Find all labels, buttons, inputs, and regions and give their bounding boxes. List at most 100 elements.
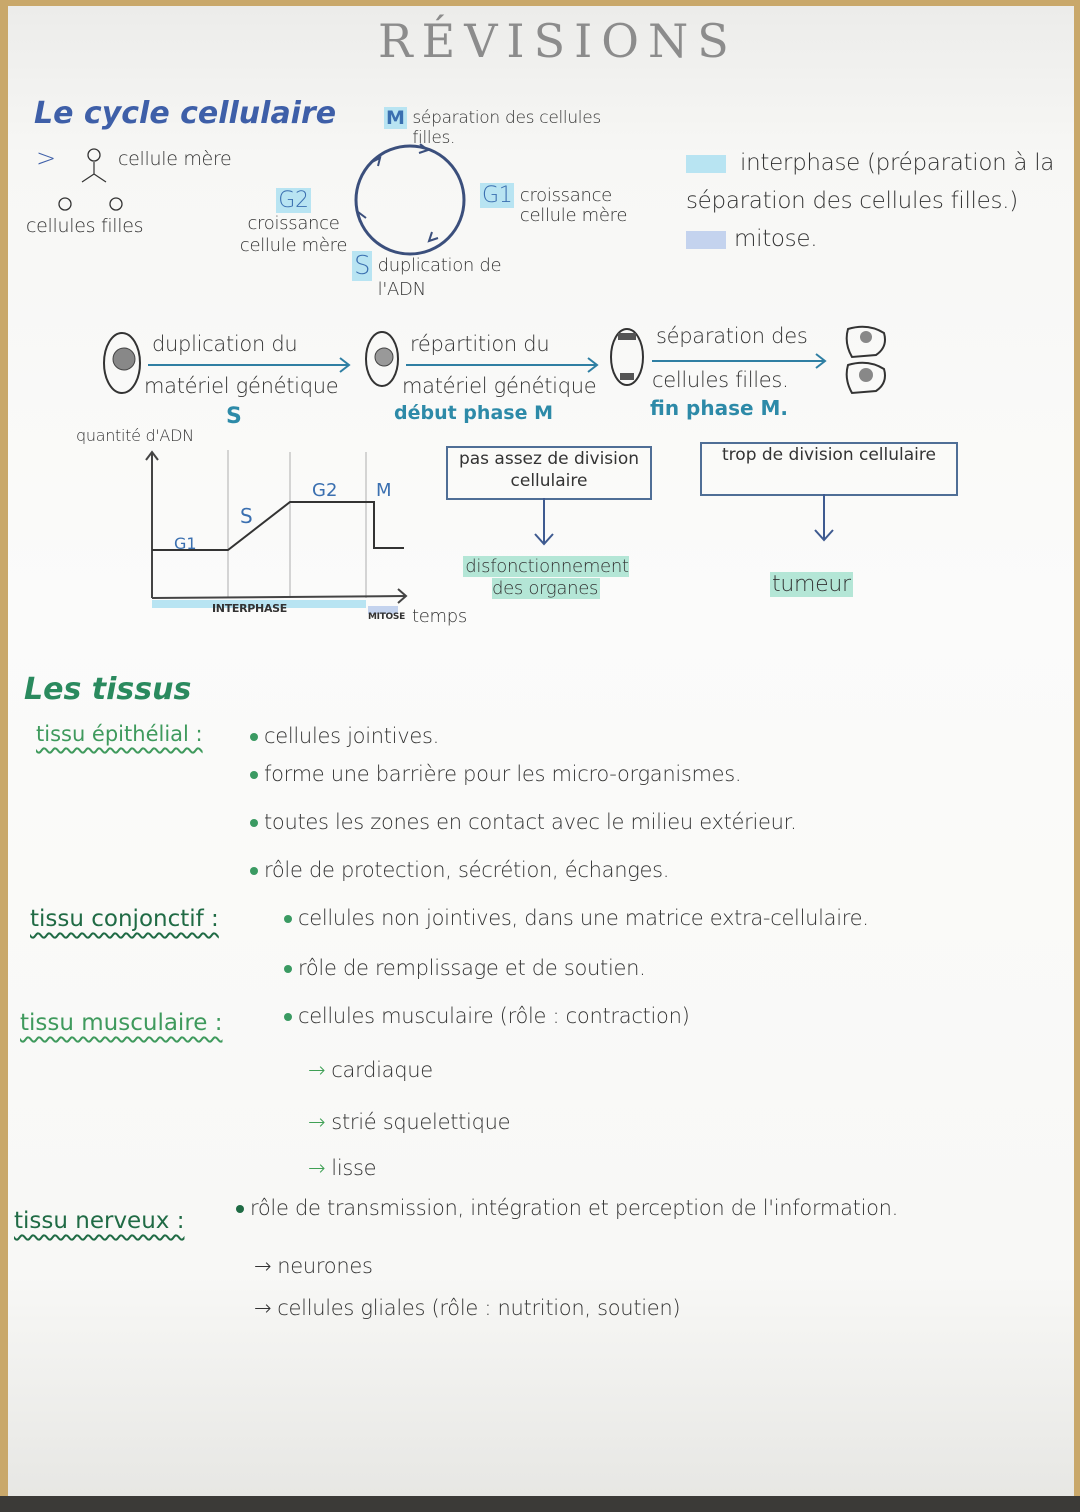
chart-label-m: M [376, 480, 392, 501]
nervous-sub-1: →neurones [254, 1254, 373, 1278]
arrow-right-icon: → [308, 1058, 326, 1082]
phase-s-desc: duplication de l'ADN [377, 255, 502, 300]
phase-m-code: M [384, 107, 407, 129]
bullet-icon [250, 867, 258, 875]
step1-bottom: matériel génétique [144, 374, 339, 398]
arrow-right-icon: → [254, 1296, 272, 1320]
effect-disfunction: disfonctionnement des organes [456, 556, 636, 600]
cause-text: trop de division cellulaire [722, 445, 936, 465]
epithelial-bullet-2: forme une barrière pour les micro-organi… [250, 762, 742, 786]
phase-m-label: M séparation des cellules filles. [384, 107, 612, 148]
notebook-page [8, 6, 1074, 1496]
subitem-text: neurones [277, 1254, 373, 1278]
chart-band-mitose: MITOSE [368, 612, 405, 622]
steps-diagram [103, 325, 886, 395]
cell-cycle-circle [354, 143, 466, 256]
connective-bullet-1: cellules non jointives, dans une matrice… [284, 906, 869, 930]
subitem-text: cellules gliales (rôle : nutrition, sout… [277, 1296, 681, 1320]
bullet-icon [250, 771, 258, 779]
dna-quantity-chart [145, 450, 408, 614]
mitosis-swatch [686, 230, 726, 249]
step3-top: séparation des [656, 324, 808, 348]
chart-label-g1: G1 [174, 534, 197, 553]
phase-g2-label: G2 croissance cellule mère [236, 188, 351, 257]
phase-m-desc: séparation des cellules filles. [412, 108, 601, 148]
muscle-sub-2: →strié squelettique [308, 1110, 511, 1134]
chart-band-interphase: INTERPHASE [212, 602, 288, 615]
cause-text: pas assez de division cellulaire [458, 449, 640, 491]
chart-label-g2: G2 [312, 480, 338, 501]
tissue-nervous-label: tissu nerveux : [14, 1208, 185, 1234]
chart-xlabel: temps [412, 606, 467, 627]
phase-s-code: S [352, 251, 373, 281]
desk-edge [0, 1496, 1080, 1512]
tissue-epithelial-label: tissu épithélial : [36, 722, 203, 746]
bullet-text: cellules jointives. [264, 724, 439, 748]
arrow-down-icon [534, 498, 554, 546]
cause-box-too-little: pas assez de division cellulaire [446, 446, 652, 500]
arrow-right-icon: → [308, 1110, 326, 1134]
step1-phase: S [226, 404, 242, 429]
bullet-text: cellules non jointives, dans une matrice… [298, 906, 869, 930]
phase-g1-code: G1 [480, 183, 515, 208]
bullet-icon [250, 733, 258, 741]
chevron-right-icon: > [36, 144, 56, 172]
bullet-icon [250, 819, 258, 827]
subitem-text: lisse [331, 1156, 377, 1180]
chart-label-s: S [240, 504, 253, 528]
cause-box-too-much: trop de division cellulaire [700, 442, 958, 496]
step1-top: duplication du [152, 332, 298, 356]
bullet-text: rôle de remplissage et de soutien. [298, 956, 646, 980]
bullet-text: rôle de transmission, intégration et per… [250, 1196, 899, 1220]
step2-phase: début phase M [394, 402, 553, 424]
page-title: RÉVISIONS [378, 14, 738, 68]
nervous-sub-2: →cellules gliales (rôle : nutrition, sou… [254, 1296, 681, 1320]
arrow-right-icon: → [254, 1254, 272, 1278]
bullet-text: rôle de protection, sécrétion, échanges. [264, 858, 670, 882]
subitem-text: cardiaque [331, 1058, 433, 1082]
step2-top: répartition du [410, 332, 550, 356]
interphase-swatch [686, 154, 726, 173]
phase-g2-code: G2 [276, 188, 311, 213]
epithelial-bullet-4: rôle de protection, sécrétion, échanges. [250, 858, 669, 882]
step3-bottom: cellules filles. [652, 368, 789, 392]
legend-interphase: interphase (préparation à la séparation … [686, 144, 1076, 220]
muscle-sub-3: →lisse [308, 1156, 377, 1180]
phase-g2-desc: croissance cellule mère [239, 213, 348, 256]
chart-ylabel: quantité d'ADN [76, 426, 194, 445]
effect-tumor: tumeur [770, 572, 853, 597]
phase-g1-label: G1 croissance cellule mère [480, 183, 640, 226]
effect-text: disfonctionnement des organes [463, 556, 629, 599]
tissue-connective-label: tissu conjonctif : [30, 906, 219, 932]
phase-s-label: S duplication de l'ADN [352, 251, 518, 302]
muscle-sub-1: →cardiaque [308, 1058, 433, 1082]
cell-division-icon [58, 148, 123, 211]
daughter-cells-label: cellules filles [26, 215, 144, 237]
bullet-icon [236, 1205, 244, 1213]
tissue-muscle-label: tissu musculaire : [20, 1010, 223, 1036]
epithelial-bullet-1: cellules jointives. [250, 724, 439, 748]
heading-tissues: Les tissus [24, 672, 192, 707]
bullet-icon [284, 965, 292, 973]
subitem-text: strié squelettique [331, 1110, 511, 1134]
epithelial-bullet-3: toutes les zones en contact avec le mili… [250, 810, 797, 834]
bullet-text: cellules musculaire (rôle : contraction) [298, 1004, 690, 1028]
arrow-right-icon: → [308, 1156, 326, 1180]
effect-text: tumeur [770, 572, 853, 597]
step3-phase: fin phase M. [650, 396, 789, 420]
bullet-text: forme une barrière pour les micro-organi… [264, 762, 742, 786]
arrow-down-icon [814, 494, 834, 542]
nervous-bullet-1: rôle de transmission, intégration et per… [236, 1196, 898, 1220]
legend-mitosis: mitose. [686, 226, 818, 252]
muscle-bullet-1: cellules musculaire (rôle : contraction) [284, 1004, 690, 1028]
step2-bottom: matériel génétique [402, 374, 597, 398]
mother-cell-label: cellule mère [118, 148, 232, 170]
connective-bullet-2: rôle de remplissage et de soutien. [284, 956, 646, 980]
legend-interphase-text: interphase (préparation à la séparation … [686, 150, 1055, 214]
bullet-icon [284, 1013, 292, 1021]
bullet-icon [284, 915, 292, 923]
legend-mitosis-text: mitose. [734, 226, 818, 252]
bullet-text: toutes les zones en contact avec le mili… [264, 810, 797, 834]
phase-g1-desc: croissance cellule mère [519, 185, 628, 226]
heading-cell-cycle: Le cycle cellulaire [34, 96, 337, 131]
